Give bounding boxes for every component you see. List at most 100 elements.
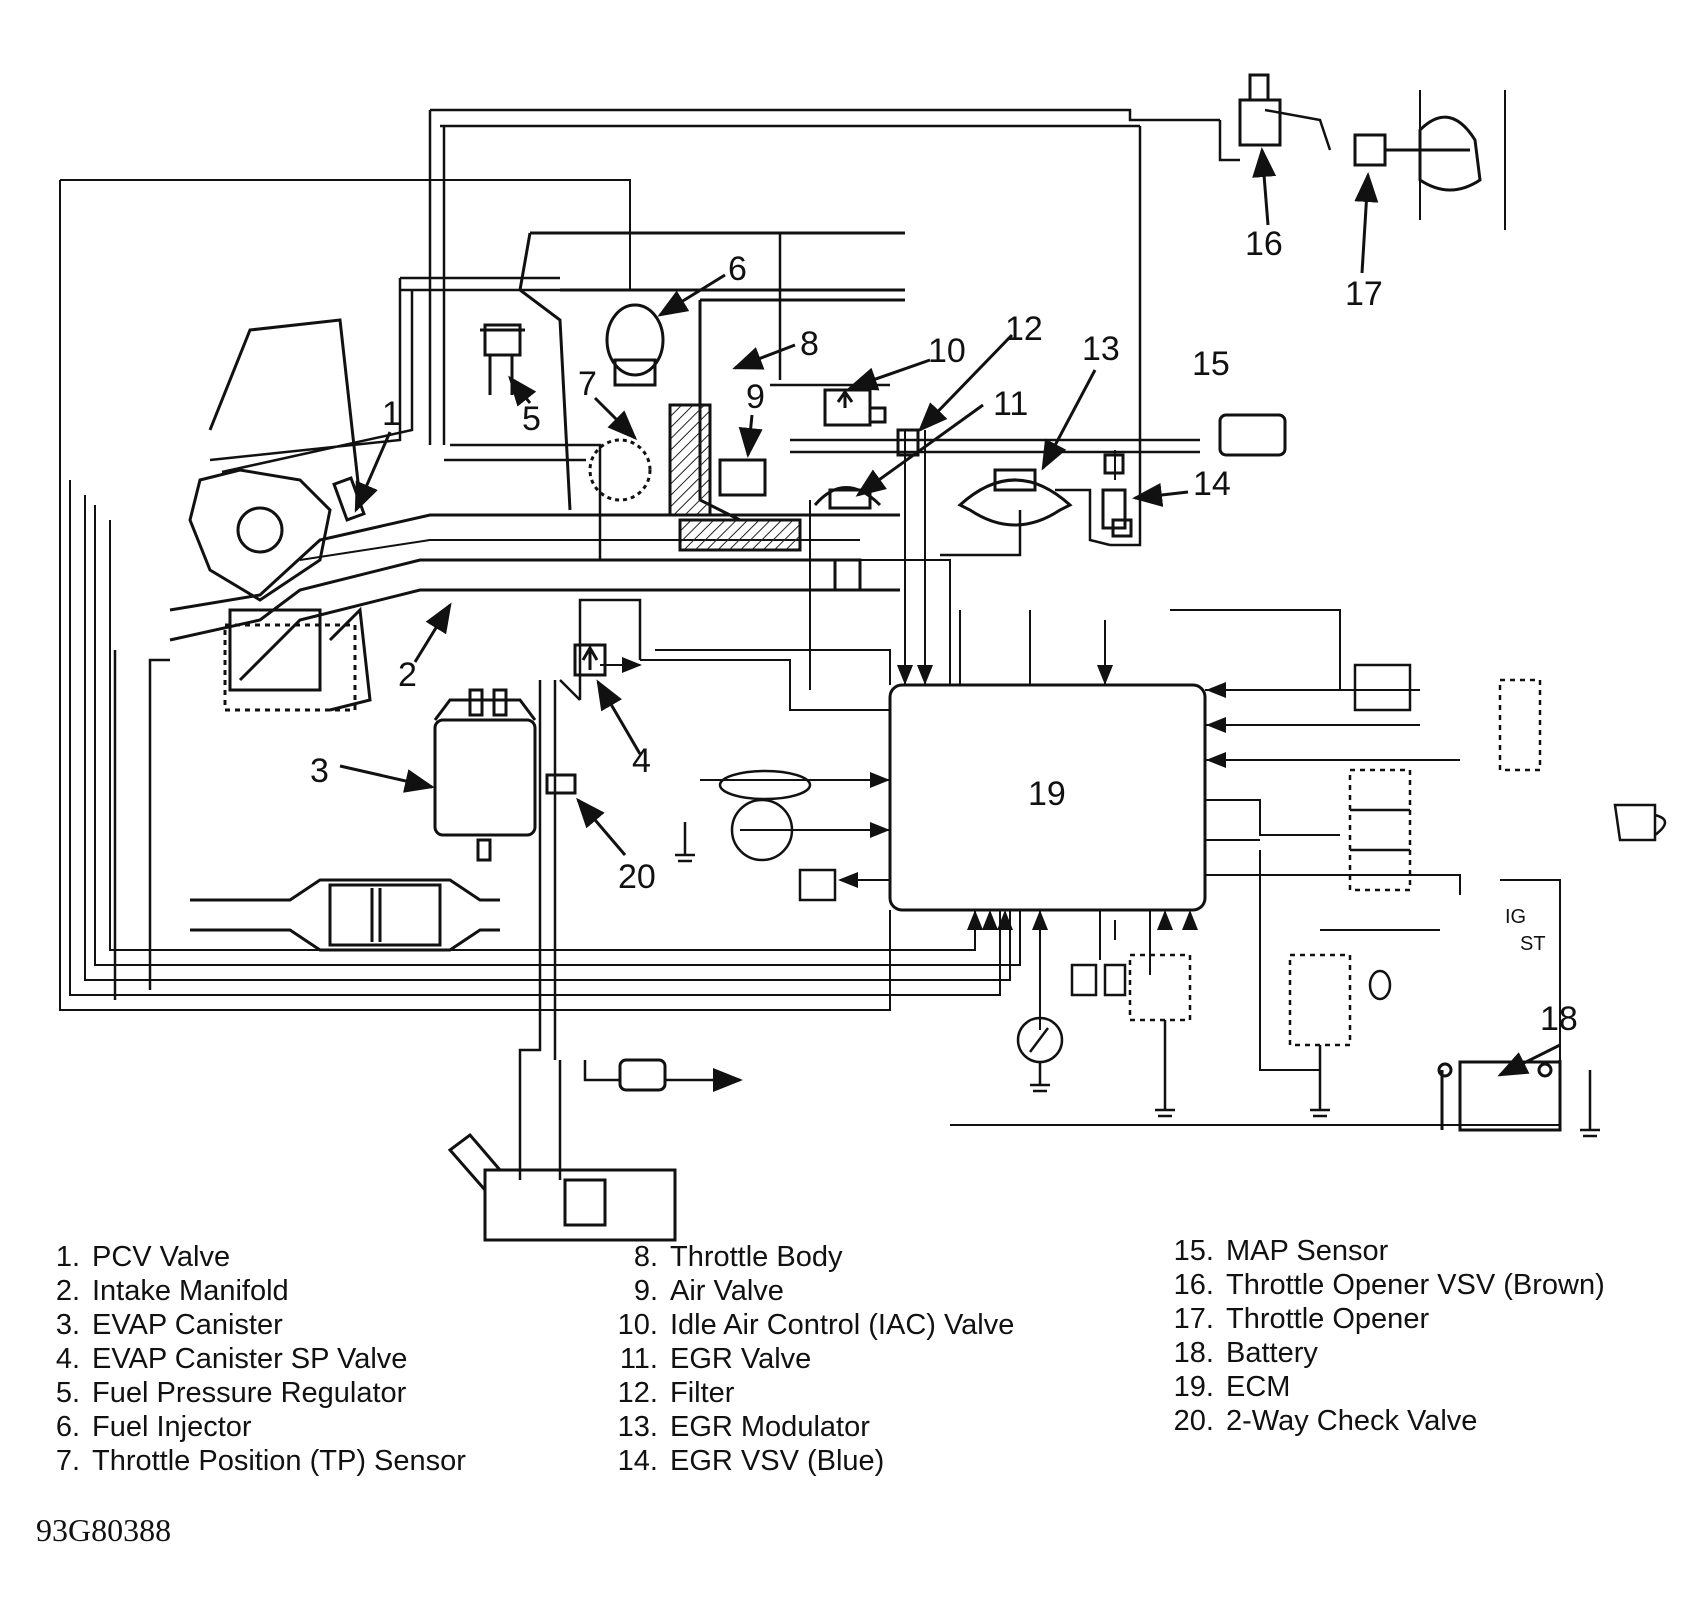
evap-canister-sp-valve [573,643,607,677]
leader-arrows [339,147,1561,1077]
catalytic-converter [190,878,500,952]
legend-column-2: 8. Throttle Body 9.Air Valve 10. Idle Air … [612,1240,1015,1478]
legend-number: 12. [617,1377,658,1409]
throttle-body [518,231,905,552]
ecm-arrows [600,657,1260,930]
ecm-peripherals [718,663,1667,1064]
legend-text: Throttle Opener VSV (Brown) [1226,1269,1605,1301]
callout-12: 12 [1005,310,1043,348]
legend-text: EVAP Canister SP Valve [92,1343,408,1375]
ignition-label-st: ST [1520,933,1546,955]
legend-text: Battery [1226,1337,1318,1369]
legend-number: 7. [55,1445,80,1477]
filter-component [896,428,920,457]
egr-valve [813,486,882,592]
legend-number: 4. [55,1343,80,1375]
legend-item: 18. Battery [1168,1336,1605,1370]
legend-item: 11. EGR Valve [612,1342,1014,1376]
callout-20: 20 [618,858,656,896]
legend-number: 13. [617,1411,658,1443]
iac-valve [823,388,887,427]
callout-3: 3 [310,752,329,790]
legend-text: Fuel Injector [92,1411,252,1443]
callout-17: 17 [1345,275,1383,313]
callout-7: 7 [578,365,597,403]
legend-number: 18. [1173,1337,1214,1369]
callout-2: 2 [398,656,417,694]
callout-16: 16 [1245,225,1283,263]
throttle-opener [1353,90,1506,230]
legend-column-3: 15. MAP Sensor 16. Throttle Opener VSV (Br… [1168,1234,1605,1438]
legend-number: 1. [55,1241,80,1273]
throttle-opener-vsv [1238,73,1282,147]
battery-symbol [1437,1060,1562,1132]
legend-number: 3. [55,1309,80,1341]
legend-item: 17.Throttle Opener [1168,1302,1605,1336]
air-valve [718,458,767,497]
legend-text: ECM [1226,1371,1291,1403]
legend-text: Intake Manifold [92,1275,289,1307]
legend-text: Idle Air Control (IAC) Valve [670,1309,1015,1341]
callout-13: 13 [1082,330,1120,368]
legend-text: Throttle Body [670,1241,843,1273]
legend-text: EGR Valve [670,1343,812,1375]
callout-labels: 1 2 3 4 5 6 7 8 9 10 11 12 13 14 15 16 1… [310,225,1578,1038]
fuel-pressure-regulator [480,323,525,395]
legend-text: MAP Sensor [1226,1235,1389,1267]
legend-item: 1. PCV Valve [48,1240,466,1274]
legend-item: 19.ECM [1168,1370,1605,1404]
fuel-tank [447,1058,743,1242]
legend-text: PCV Valve [92,1241,231,1273]
legend-text: Throttle Opener [1226,1303,1430,1335]
callout-5: 5 [522,400,541,438]
egr-vsv [1101,453,1133,538]
callout-18: 18 [1540,1000,1578,1038]
legend-item: 14. EGR VSV (Blue) [612,1444,1014,1478]
evap-canister [433,688,537,862]
hose-lines [113,108,1332,1180]
legend-item: 6. Fuel Injector [48,1410,466,1444]
legend-item: 4. EVAP Canister SP Valve [48,1342,466,1376]
legend-text: EGR VSV (Blue) [670,1445,885,1477]
callout-10: 10 [928,332,966,370]
legend-item: 2. Intake Manifold [48,1274,466,1308]
legend-number: 10. [617,1309,658,1341]
figure-id: 93G80388 [36,1512,172,1548]
legend-text: Air Valve [670,1275,784,1307]
legend-text: EVAP Canister [92,1309,283,1341]
callout-9: 9 [746,378,765,416]
legend-text: Filter [670,1377,735,1409]
legend-item: 13.EGR Modulator [612,1410,1014,1444]
legend-number: 2. [55,1275,80,1307]
callout-11: 11 [993,385,1028,423]
ignition-label-ig: IG [1505,906,1526,928]
legend-column-1: 1. PCV Valve 2. Intake Manifold 3. EVAP Can… [48,1240,466,1478]
callout-4: 4 [632,742,651,780]
legend-number: 20. [1173,1405,1214,1437]
callout-6: 6 [728,250,747,288]
ground-symbols [675,822,1600,1138]
callout-1: 1 [382,395,401,433]
legend-number: 16. [1173,1269,1214,1301]
legend-number: 14. [617,1445,658,1477]
legend-number: 6. [55,1411,80,1443]
legend-number: 11. [619,1343,658,1375]
legend-item: 5.Fuel Pressure Regulator [48,1376,466,1410]
legend-item: 12. Filter [612,1376,1014,1410]
callout-15: 15 [1192,345,1230,383]
legend-item: 20. 2-Way Check Valve [1168,1404,1605,1438]
legend-number: 15. [1173,1235,1214,1267]
legend-text: 2-Way Check Valve [1226,1405,1478,1437]
legend-number: 8. [633,1241,658,1273]
ecm-wiring [59,179,1561,1126]
legend-item: 10. Idle Air Control (IAC) Valve [612,1308,1015,1342]
map-sensor [1218,413,1287,457]
legend-item: 9.Air Valve [612,1274,1014,1308]
egr-modulator [957,468,1073,527]
ecm-label: 19 [1028,775,1066,813]
callout-14: 14 [1193,465,1231,503]
callout-8: 8 [800,325,819,363]
legend-number: 5. [55,1377,80,1409]
legend-item: 7.Throttle Position (TP) Sensor [48,1444,466,1478]
